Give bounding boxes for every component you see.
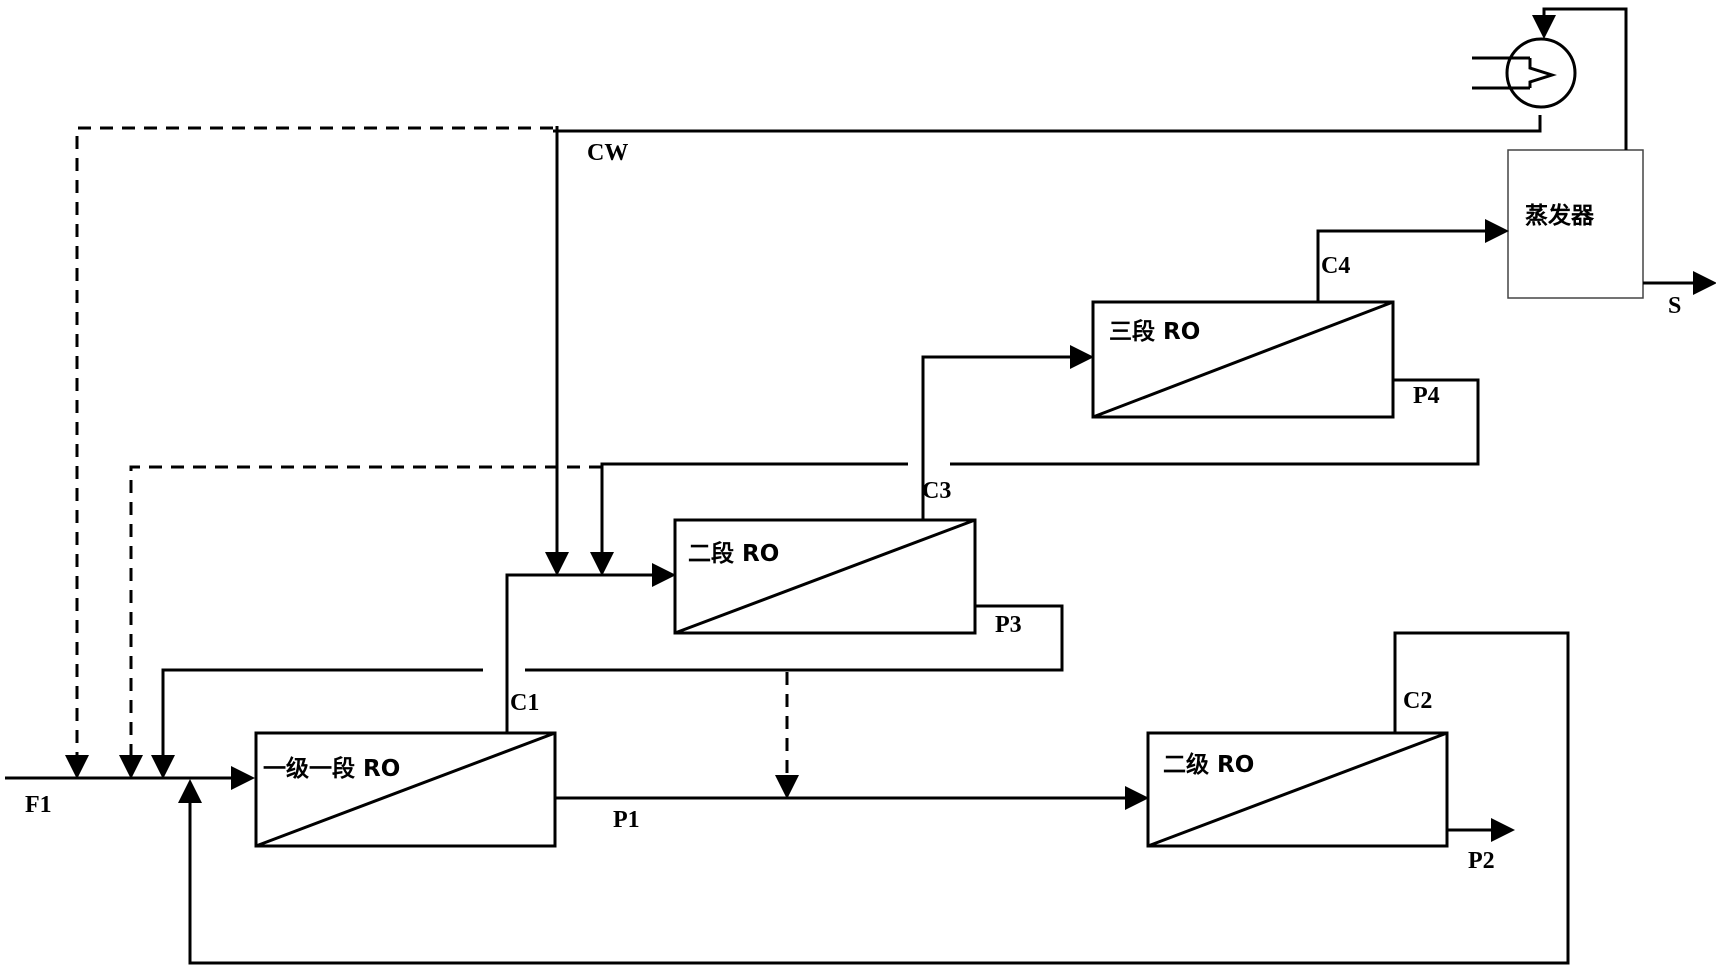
stream-line-c2-recycle bbox=[178, 631, 1570, 965]
label-p2: P2 bbox=[1468, 848, 1495, 874]
label-cw: CW bbox=[587, 140, 628, 166]
evaporator-unit bbox=[1507, 149, 1644, 299]
stream-line-cw bbox=[545, 115, 1542, 576]
label-ro-stage2: 二级 RO bbox=[1163, 751, 1254, 778]
label-p1: P1 bbox=[613, 807, 640, 833]
stream-line-p4-recycle bbox=[590, 378, 1480, 576]
label-ro-section3: 三段 RO bbox=[1109, 318, 1200, 345]
dashed-line-cw-to-feed bbox=[65, 126, 553, 779]
label-s: S bbox=[1668, 293, 1681, 319]
ro-unit-section3 bbox=[1091, 300, 1395, 419]
ro-unit-stage2 bbox=[1146, 731, 1449, 848]
stream-line-c1 bbox=[505, 563, 676, 733]
label-ro-section2: 二段 RO bbox=[688, 540, 779, 567]
stream-line-c4 bbox=[1316, 219, 1509, 302]
label-evaporator: 蒸发器 bbox=[1525, 202, 1595, 229]
ro-unit-section2 bbox=[673, 518, 977, 635]
stream-line-p3-recycle bbox=[151, 604, 1064, 779]
label-c4: C4 bbox=[1321, 253, 1350, 279]
label-p4: P4 bbox=[1413, 383, 1440, 409]
dashed-line-p4-to-feed bbox=[119, 465, 602, 779]
heat-exchanger-icon bbox=[1472, 37, 1577, 109]
stream-line-c3 bbox=[921, 345, 1094, 520]
ro-unit-stage1-section1 bbox=[254, 731, 557, 848]
label-c3: C3 bbox=[922, 478, 951, 504]
label-f1: F1 bbox=[25, 792, 52, 818]
label-p3: P3 bbox=[995, 612, 1022, 638]
stream-line-vapor bbox=[1532, 7, 1628, 150]
label-c1: C1 bbox=[510, 690, 539, 716]
label-c2: C2 bbox=[1403, 688, 1432, 714]
label-ro-stage1-section1: 一级一段 RO bbox=[263, 755, 400, 782]
